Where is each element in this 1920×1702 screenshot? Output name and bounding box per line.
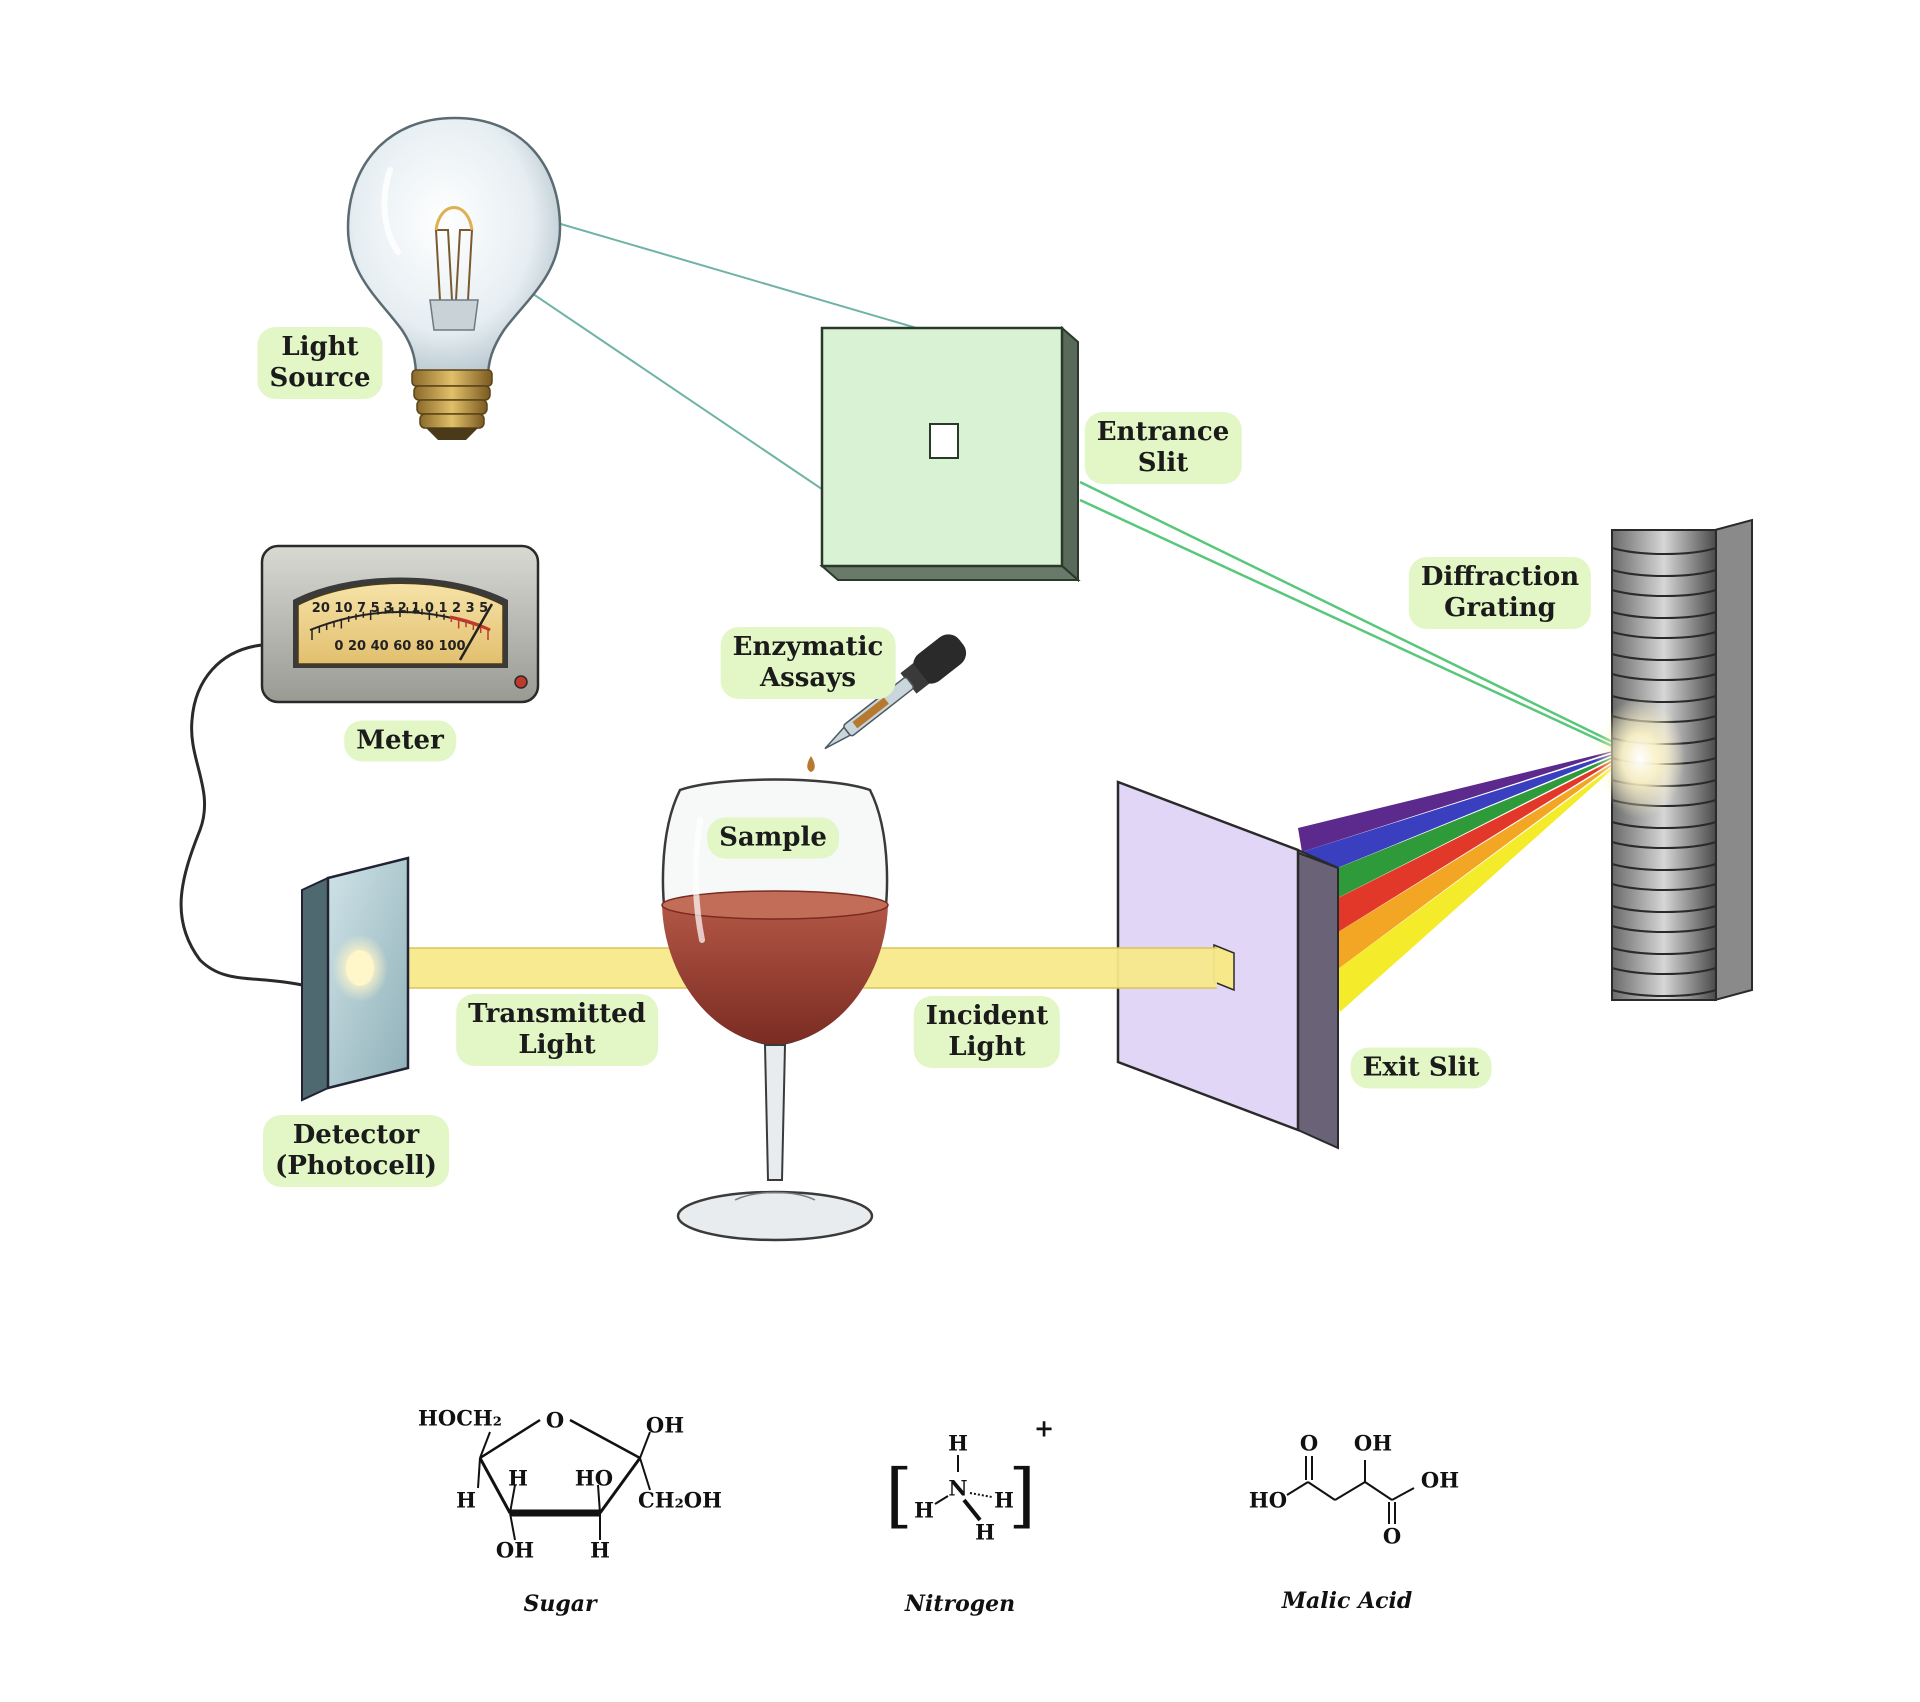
light-source-label-line1: Light (281, 332, 359, 362)
malic-o-bottom: O (1382, 1523, 1402, 1549)
light-source-label-line2: Source (269, 363, 371, 393)
enzymatic-assays-label-line2: Assays (759, 663, 857, 693)
nitrogen-caption: Nitrogen (904, 1591, 1016, 1617)
meter-label: Meter (344, 720, 456, 762)
malic-acid-caption: Malic Acid (1281, 1588, 1413, 1614)
entrance-slit-panel (819, 325, 1081, 583)
nitrogen-bracket-right: ] (1008, 1454, 1036, 1536)
diffraction-grating-label-line1: Diffraction (1420, 562, 1580, 592)
entrance-slit-label-line1: Entrance (1096, 417, 1230, 447)
enzymatic-assays-label-line1: Enzymatic (732, 632, 884, 662)
nitrogen-structure (934, 1455, 993, 1522)
grating-ridge (1611, 841, 1717, 871)
malic-oh-right: OH (1420, 1467, 1460, 1493)
detector-label: Detector (Photocell) (263, 1115, 449, 1187)
nitrogen-h-top: H (948, 1430, 968, 1456)
nitrogen-charge: + (1033, 1413, 1055, 1443)
sugar-h-left: H (456, 1487, 476, 1513)
transmitted-light-label-line2: Light (518, 1030, 596, 1060)
sugar-caption: Sugar (523, 1591, 597, 1617)
malic-oh-mid: OH (1353, 1430, 1393, 1456)
malic-acid-structure (1286, 1456, 1415, 1524)
sugar-h-bottom: H (590, 1537, 610, 1563)
sugar-hoch2: HOCH₂ (418, 1405, 502, 1431)
entrance-slit-label: Entrance Slit (1084, 412, 1242, 484)
detector-photocell (301, 856, 410, 1102)
sugar-oh-top-right: OH (645, 1412, 685, 1438)
incident-light-label-line2: Light (948, 1032, 1026, 1062)
dropper-icon (824, 634, 967, 750)
malic-o-top: O (1299, 1430, 1319, 1456)
meter-gauge: 20 10 7 5 3 2 1 0 1 2 3 5 0 20 40 60 80 … (260, 544, 540, 704)
light-bulb-icon (346, 116, 562, 440)
nitrogen-n: N (948, 1475, 968, 1501)
sugar-ch2oh: CH₂OH (638, 1487, 722, 1513)
grating-ridge (1611, 967, 1717, 997)
sugar-structure (477, 1418, 651, 1541)
meter-label-text: Meter (356, 725, 444, 756)
entrance-slit-label-line2: Slit (1137, 448, 1189, 478)
grating-ridge (1611, 673, 1717, 703)
incident-light-label: Incident Light (913, 996, 1061, 1068)
spectrum-fan (1298, 748, 1625, 1012)
meter-scale-bottom: 0 20 40 60 80 100 (334, 639, 465, 654)
exit-slit-label-text: Exit Slit (1362, 1052, 1480, 1083)
sugar-ring-o: O (545, 1407, 565, 1433)
detector-label-line1: Detector (292, 1120, 420, 1150)
sample-label: Sample (707, 817, 839, 859)
grating-ridge (1611, 589, 1717, 619)
enzymatic-assays-label: Enzymatic Assays (720, 627, 896, 699)
diffraction-grating-label-line2: Grating (1444, 593, 1556, 623)
grating-ridge (1611, 631, 1717, 661)
light-source-label: Light Source (257, 327, 383, 399)
nitrogen-h-bottom: H (975, 1519, 995, 1545)
transmitted-light-label-line1: Transmitted (468, 999, 646, 1029)
detector-label-line2: (Photocell) (275, 1151, 437, 1181)
nitrogen-h-right: H (994, 1487, 1014, 1513)
meter-wire (179, 643, 303, 987)
incident-light-label-line1: Incident (925, 1001, 1049, 1031)
diffraction-grating (1595, 518, 1753, 1002)
meter-scale-top: 20 10 7 5 3 2 1 0 1 2 3 5 (312, 601, 488, 616)
diffraction-grating-label: Diffraction Grating (1408, 557, 1592, 629)
malic-ho-left: HO (1248, 1487, 1288, 1513)
drop-icon (807, 756, 815, 772)
sugar-h-inner-left: H (508, 1465, 528, 1491)
sugar-ho-inner-right: HO (574, 1465, 614, 1491)
sugar-oh-bottom: OH (495, 1537, 535, 1563)
exit-slit-label: Exit Slit (1350, 1047, 1492, 1089)
grating-ridge (1611, 925, 1717, 955)
transmitted-light-label: Transmitted Light (456, 994, 658, 1066)
nitrogen-h-left: H (914, 1497, 934, 1523)
grating-ridge (1611, 547, 1717, 577)
grating-ridge (1611, 883, 1717, 913)
sample-label-text: Sample (719, 822, 827, 853)
nitrogen-bracket-left: [ (885, 1454, 913, 1536)
